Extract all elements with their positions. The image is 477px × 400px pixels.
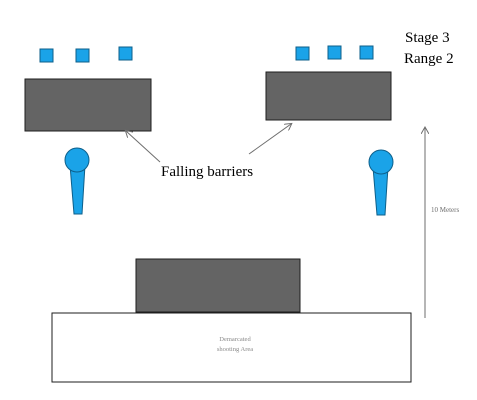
left-popper-target — [64, 147, 90, 215]
falling-barriers-label: Falling barriers — [161, 164, 253, 180]
range-title: Range 2 — [404, 51, 454, 67]
left-square-targets — [39, 46, 133, 63]
square-target-icon — [327, 45, 342, 60]
front-barrier — [135, 258, 301, 313]
callout-arrow-right — [248, 124, 291, 155]
left-falling-barrier — [24, 78, 152, 132]
distance-label: 10 Meters — [431, 206, 459, 214]
stage-title: Stage 3 — [405, 30, 450, 46]
popper-head-icon — [368, 149, 394, 175]
square-target-icon — [75, 48, 90, 63]
right-popper-target — [368, 149, 394, 216]
popper-head-icon — [64, 147, 90, 173]
shooting-area-label-line1: Demarcated — [219, 336, 251, 343]
square-target-icon — [359, 45, 374, 60]
square-target-icon — [295, 46, 310, 61]
square-target-icon — [39, 48, 54, 63]
right-square-targets — [295, 45, 374, 61]
right-falling-barrier — [265, 71, 392, 121]
shooting-area — [51, 312, 412, 383]
shooting-area-label-line2: shooting Area — [217, 346, 253, 353]
callout-arrow-left — [126, 131, 161, 163]
square-target-icon — [118, 46, 133, 61]
